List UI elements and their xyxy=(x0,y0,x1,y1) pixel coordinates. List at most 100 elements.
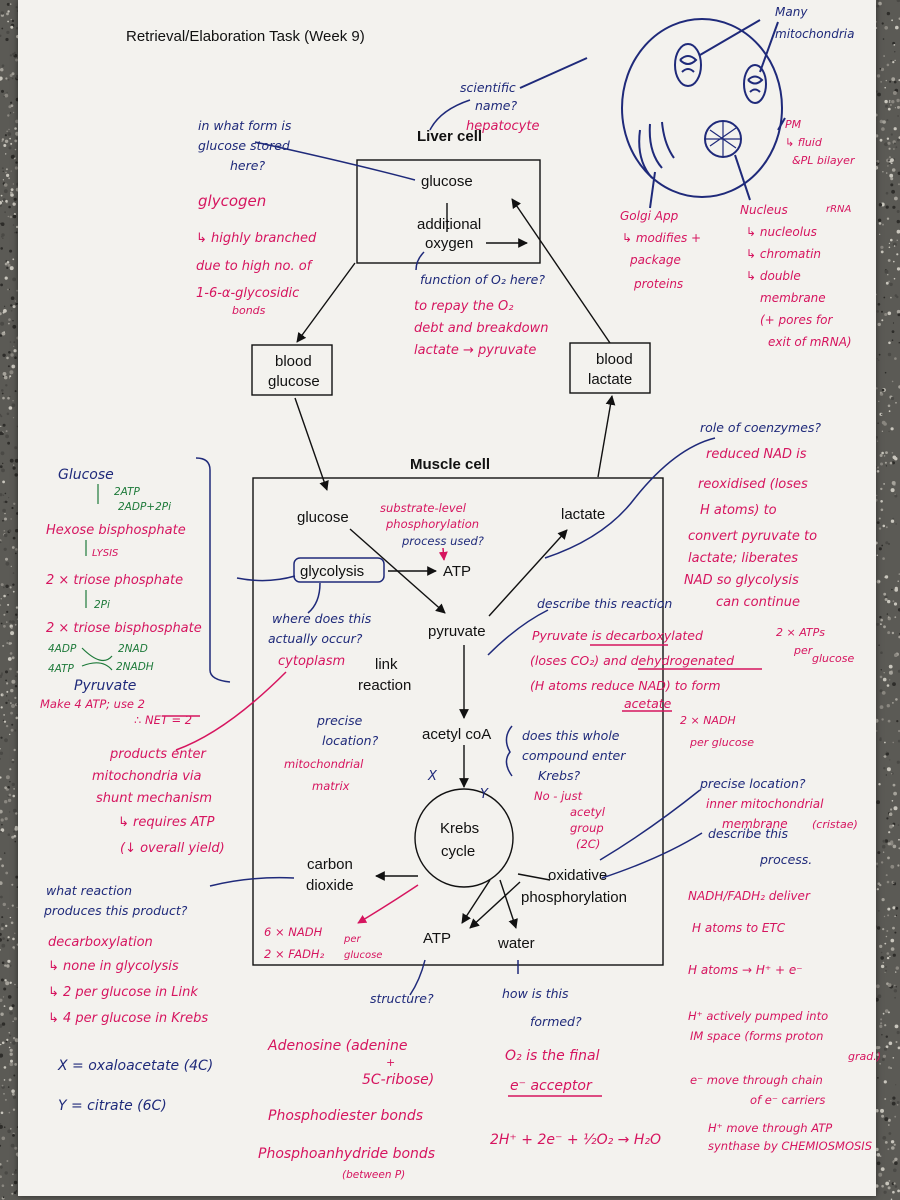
speckle xyxy=(11,883,14,886)
speckle xyxy=(15,812,18,815)
arrow-to-atp xyxy=(461,879,491,924)
speckle xyxy=(878,1172,883,1177)
speckle xyxy=(890,238,893,242)
krebs-x-mark: X xyxy=(427,769,438,784)
speckle xyxy=(15,119,19,124)
speckle xyxy=(7,786,10,789)
speckle xyxy=(876,800,880,805)
speckle xyxy=(2,937,5,940)
speckle xyxy=(883,1190,887,1194)
pointer-scientific-name xyxy=(519,57,588,89)
speckle xyxy=(885,191,889,195)
speckle xyxy=(878,547,882,551)
speckle xyxy=(6,12,9,16)
speckle xyxy=(880,651,883,654)
speckle xyxy=(897,864,900,867)
speckle xyxy=(8,406,13,410)
speckle xyxy=(3,594,6,598)
speckle xyxy=(891,800,894,802)
describe-process-2: process. xyxy=(759,852,812,867)
speckle xyxy=(0,1111,4,1115)
speckle xyxy=(15,6,18,9)
speckle xyxy=(6,356,9,360)
speckle xyxy=(2,237,4,239)
atp-use-1: 2ATP xyxy=(114,486,141,498)
speckle xyxy=(884,461,887,464)
speckle xyxy=(891,461,896,465)
co2-reaction-q1: what reaction xyxy=(46,883,132,898)
link-location-a2: matrix xyxy=(312,779,350,793)
speckle xyxy=(884,86,886,89)
speckle xyxy=(2,1196,5,1199)
gly-net-2: ∴ NET = 2 xyxy=(134,713,192,727)
speckle xyxy=(891,189,895,194)
speckle xyxy=(896,1104,899,1106)
speckle xyxy=(888,147,891,150)
speckle xyxy=(0,68,4,72)
coenzyme-a1: reduced NAD is xyxy=(706,447,807,462)
speckle xyxy=(8,146,12,150)
atp-use-2: 2ADP+2Pi xyxy=(118,501,171,513)
atp-structure-4: Phosphoanhydride bonds xyxy=(258,1146,435,1162)
speckle xyxy=(883,296,886,299)
speckle xyxy=(892,926,895,930)
speckle xyxy=(880,618,883,622)
speckle xyxy=(6,610,9,614)
speckle xyxy=(882,677,887,682)
co2-reaction-q2: produces this product? xyxy=(43,903,188,918)
speckle xyxy=(11,364,16,369)
speckle xyxy=(0,949,1,951)
speckle xyxy=(886,880,890,884)
speckle xyxy=(14,623,17,626)
whole-compound-a4: (2C) xyxy=(576,837,600,851)
speckle xyxy=(897,669,900,673)
speckle xyxy=(876,1053,880,1056)
speckle xyxy=(888,430,890,433)
speckle xyxy=(15,1169,17,1171)
speckle xyxy=(0,312,2,316)
speckle xyxy=(5,775,10,780)
speckle xyxy=(4,817,8,821)
speckle xyxy=(10,1059,13,1063)
speckle xyxy=(12,1020,14,1022)
speckle xyxy=(892,322,895,324)
speckle xyxy=(6,621,8,623)
speckle xyxy=(880,861,884,864)
speckle xyxy=(0,465,3,469)
speckle xyxy=(880,487,883,491)
speckle xyxy=(876,0,879,2)
speckle xyxy=(6,130,8,132)
speckle xyxy=(9,1062,14,1067)
speckle xyxy=(12,183,15,185)
sci-name-q1: scientific xyxy=(460,80,516,95)
speckle xyxy=(16,906,18,909)
speckle xyxy=(10,296,15,301)
speckle xyxy=(14,446,18,450)
cytoplasm-answer: cytoplasm xyxy=(278,654,345,669)
speckle xyxy=(7,132,12,136)
speckle xyxy=(887,274,889,276)
speckle xyxy=(13,788,15,790)
whole-compound-q3: Krebs? xyxy=(538,768,580,783)
speckle xyxy=(2,902,6,907)
speckle xyxy=(876,926,881,930)
speckle xyxy=(0,583,4,587)
glucose-stored-q3: here? xyxy=(230,158,265,173)
speckle xyxy=(10,688,14,693)
speckle xyxy=(890,162,893,165)
speckle xyxy=(8,1046,11,1049)
speckle xyxy=(887,107,891,111)
nucleus-3: ↳ chromatin xyxy=(746,247,821,261)
reaction-a2: (loses CO₂) and dehydrogenated xyxy=(530,653,734,668)
speckle xyxy=(881,1184,884,1188)
speckle xyxy=(887,616,890,618)
speckle xyxy=(1,1136,6,1141)
speckle xyxy=(884,371,887,374)
speckle xyxy=(884,26,888,30)
oxphos-line2: phosphorylation xyxy=(521,889,627,906)
speckle xyxy=(2,198,6,202)
atp-structure-3: Phosphodiester bonds xyxy=(268,1108,423,1124)
speckle xyxy=(11,904,14,907)
speckle xyxy=(894,107,897,109)
speckle xyxy=(11,1004,15,1008)
